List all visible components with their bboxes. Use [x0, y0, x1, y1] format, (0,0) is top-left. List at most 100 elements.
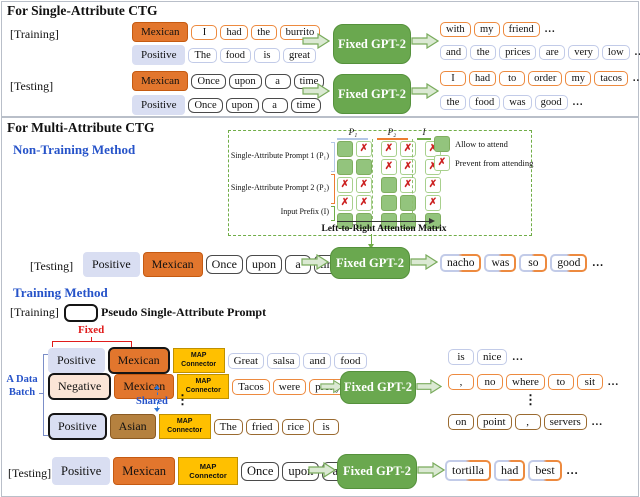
- vertical-ellipsis: ⋮: [524, 392, 537, 407]
- token: great: [283, 47, 317, 63]
- input-row-bracket: [331, 206, 335, 221]
- legend-prevent-label: Prevent from attending: [455, 158, 534, 168]
- token: food: [219, 47, 252, 63]
- matrix-caption: Left-to-Right Attention Matrix: [321, 224, 447, 234]
- pseudo-prompt-sample-box: [64, 304, 98, 322]
- p2-row-bracket: [331, 174, 335, 204]
- prevent-cell: ✗: [400, 159, 416, 175]
- fixed-bracket-tick: [91, 337, 92, 341]
- testing-label: [Testing]: [10, 79, 54, 93]
- ellipsis: ...: [572, 97, 584, 108]
- token: where: [506, 374, 545, 390]
- map-line1: MAP: [176, 417, 193, 425]
- matrix-row: ✗✗✗✗: [337, 141, 444, 157]
- matrix-separator: [412, 139, 413, 219]
- token: so: [519, 254, 547, 272]
- token: to: [499, 71, 526, 86]
- token: Tacos: [232, 378, 270, 395]
- token: nice: [477, 349, 508, 365]
- flow-arrow-icon: [410, 254, 438, 270]
- token: order: [528, 71, 563, 86]
- matrix-axis-line: [337, 221, 429, 223]
- matrix-col-header-input: I: [422, 127, 426, 137]
- token: Great: [227, 352, 265, 369]
- prevent-cell: ✗: [356, 195, 372, 211]
- map-line2: Connector: [185, 386, 221, 394]
- map-line1: MAP: [190, 351, 207, 359]
- data-batch-bracket: [43, 354, 48, 436]
- legend-prevent: ✗ Prevent from attending: [434, 155, 533, 171]
- token: sit: [576, 374, 603, 390]
- fixed-label: Fixed: [78, 324, 105, 336]
- map-line2: Connector: [167, 426, 203, 434]
- flow-arrow-icon: [411, 33, 439, 49]
- attr-chip-mexican-pseudo: Mexican: [107, 347, 170, 374]
- prevent-cell: ✗: [400, 177, 416, 193]
- token: my: [565, 71, 592, 86]
- tm-testing-label: [Testing]: [8, 466, 52, 480]
- map-connector-box: MAP Connector: [158, 414, 211, 439]
- matrix-col-header-p1: P₁: [348, 127, 358, 137]
- token: is: [254, 47, 281, 63]
- ellipsis: ...: [592, 257, 604, 269]
- token: prices: [499, 45, 537, 60]
- token: were: [272, 378, 307, 395]
- map-line2: Connector: [189, 471, 227, 480]
- matrix-col-header-p2: P₂: [387, 127, 397, 137]
- flow-arrow-icon: [320, 379, 344, 394]
- map-connector-box: MAP Connector: [177, 374, 230, 399]
- token: tortilla: [445, 460, 491, 481]
- token: the: [250, 24, 277, 40]
- gpt2-box-test: Fixed GPT-2: [333, 74, 411, 114]
- allow-cell: [400, 195, 416, 211]
- shared-connector-down: [157, 402, 158, 409]
- token: very: [568, 45, 599, 60]
- multi-attribute-title: For Multi-Attribute CTG: [7, 120, 155, 135]
- token: Once: [188, 97, 223, 113]
- token: good: [550, 254, 587, 272]
- attr-chip-mexican: Mexican: [132, 22, 189, 42]
- token: had: [220, 24, 248, 40]
- gpt2-box-tm-test: Fixed GPT-2: [337, 454, 417, 489]
- token: upon: [225, 97, 259, 113]
- token: salsa: [267, 352, 301, 369]
- prevent-cell: ✗: [425, 195, 441, 211]
- token: had: [494, 460, 525, 481]
- attention-matrix-box: [228, 130, 532, 236]
- attr-chip-positive: Positive: [132, 45, 186, 65]
- matrix-row-label-input: Input Prefix (I): [280, 207, 329, 216]
- token: Once: [241, 461, 280, 481]
- training-method-heading: Training Method: [13, 285, 108, 300]
- prevent-cell: ✗: [425, 177, 441, 193]
- ellipsis: ...: [512, 351, 524, 363]
- prevent-cell: ✗: [381, 159, 397, 175]
- up-arrowhead-icon: [154, 385, 160, 389]
- token: on: [448, 414, 474, 430]
- fixed-bracket: [52, 341, 132, 347]
- token: best: [528, 460, 561, 481]
- pseudo-prompt-caption: Pseudo Single-Attribute Prompt: [101, 305, 267, 319]
- map-connector-box: MAP Connector: [172, 348, 225, 373]
- map-line1: MAP: [195, 377, 212, 385]
- matrix-axis-arrowhead-icon: [429, 218, 435, 224]
- token: with: [440, 22, 471, 37]
- token: ,: [514, 414, 541, 430]
- allow-cell-icon: [434, 136, 450, 152]
- token: upon: [228, 73, 262, 89]
- matrix-row-label-p1: Single-Attribute Prompt 1 (P₁): [230, 151, 329, 160]
- token: I: [191, 24, 218, 40]
- token: to: [547, 374, 574, 390]
- prevent-cell: ✗: [356, 141, 372, 157]
- matrix-to-gpt-connector: [371, 234, 372, 245]
- token: Once: [191, 73, 226, 89]
